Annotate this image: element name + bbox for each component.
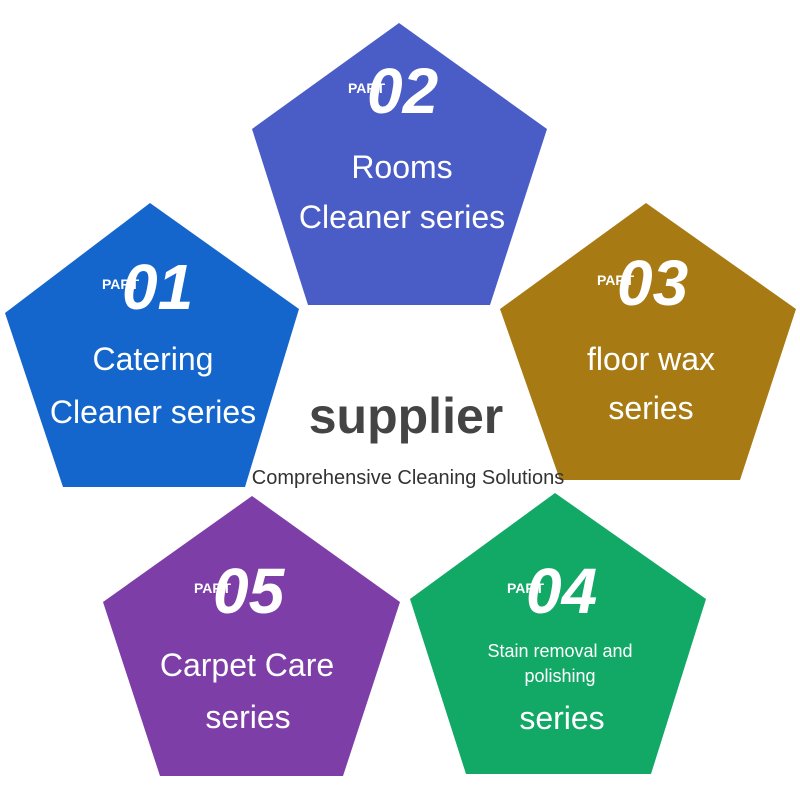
part-01-group: PART 01 Catering Cleaner series <box>5 203 299 487</box>
part-04-title-line-3: series <box>519 700 604 736</box>
part-01-title-line-1: Catering <box>93 341 214 377</box>
part-04-pentagon <box>410 493 706 774</box>
part-04-part-label: PART <box>507 580 545 596</box>
center-group: supplier Comprehensive Cleaning Solution… <box>252 388 564 489</box>
part-05-title-line-2: series <box>205 699 290 735</box>
part-02-part-label: PART <box>348 80 386 96</box>
part-05-group: PART 05 Carpet Care series <box>103 496 400 776</box>
part-02-group: PART 02 Rooms Cleaner series <box>252 23 547 305</box>
part-03-part-label: PART <box>597 272 635 288</box>
part-01-part-label: PART <box>102 276 140 292</box>
part-03-number: 03 <box>617 247 688 319</box>
part-03-group: PART 03 floor wax series <box>500 203 796 480</box>
part-03-pentagon <box>500 203 796 480</box>
part-02-title-line-2: Cleaner series <box>299 199 505 235</box>
part-01-pentagon <box>5 203 299 487</box>
part-04-title-line-1: Stain removal and <box>487 641 632 661</box>
part-02-title-line-1: Rooms <box>351 149 452 185</box>
center-title: supplier <box>309 388 503 444</box>
part-04-group: PART 04 Stain removal and polishing seri… <box>410 493 706 774</box>
part-02-pentagon <box>252 23 547 305</box>
center-subtitle: Comprehensive Cleaning Solutions <box>252 467 564 489</box>
part-05-pentagon <box>103 496 400 776</box>
part-05-part-label: PART <box>194 580 232 596</box>
part-01-title-line-2: Cleaner series <box>50 394 256 430</box>
part-03-title-line-1: floor wax <box>587 341 715 377</box>
part-05-number: 05 <box>213 555 286 627</box>
part-01-number: 01 <box>122 251 193 323</box>
part-05-title-line-1: Carpet Care <box>160 647 334 683</box>
part-04-number: 04 <box>526 555 597 627</box>
part-03-title-line-2: series <box>608 390 693 426</box>
part-04-title-line-2: polishing <box>524 666 595 686</box>
part-02-number: 02 <box>367 55 438 127</box>
